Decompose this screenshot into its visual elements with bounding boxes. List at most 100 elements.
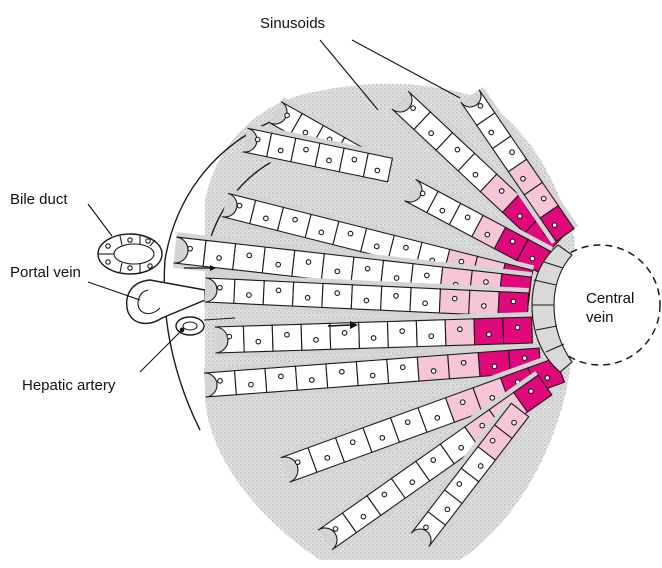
hepatocyte-nucleus	[306, 260, 311, 265]
hepatocyte-nucleus	[473, 172, 478, 177]
hepatocyte-cell	[295, 364, 327, 390]
hepatocyte-nucleus	[348, 231, 353, 236]
hepatocyte-cell	[234, 279, 264, 304]
hepatocyte-nucleus	[264, 216, 269, 221]
hepatocyte-nucleus	[249, 382, 254, 387]
hepatocyte-nucleus	[405, 420, 410, 425]
hepatocyte-nucleus	[310, 378, 315, 383]
hepatocyte-nucleus	[424, 525, 429, 530]
hepatocyte-nucleus	[424, 273, 429, 278]
hepatocyte-cell	[469, 290, 499, 315]
hepatocyte-nucleus	[510, 239, 515, 244]
hepatocyte-nucleus	[459, 445, 464, 450]
hepatocyte-nucleus	[410, 480, 415, 485]
hepatocyte-nucleus	[429, 334, 434, 339]
hepatocyte-cell	[272, 324, 302, 351]
hepatocyte-cell	[363, 153, 392, 182]
hepatocyte-nucleus	[458, 327, 463, 332]
bile-duct-leader	[88, 204, 112, 236]
hepatocyte-cell	[235, 368, 267, 394]
hepatocyte-nucleus	[188, 246, 193, 251]
hepatocyte-nucleus	[512, 420, 517, 425]
hepatocyte-nucleus	[517, 214, 522, 219]
hepatocyte-nucleus	[380, 436, 385, 441]
hepatocyte-nucleus	[342, 331, 347, 336]
hepatocyte-nucleus	[278, 148, 283, 153]
hepatocyte-nucleus	[314, 338, 319, 343]
hepatocyte-cell	[381, 286, 411, 311]
hepatocyte-nucleus	[237, 203, 242, 208]
hepatocyte-cell	[330, 322, 360, 349]
central-vein-label-line2: vein	[586, 309, 614, 326]
hepatocyte-nucleus	[285, 113, 290, 118]
hepatocyte-nucleus	[457, 482, 462, 487]
hepatocyte-nucleus	[361, 514, 366, 519]
hepatocyte-cell	[417, 355, 449, 381]
hepatocyte-nucleus	[325, 456, 330, 461]
hepatocyte-nucleus	[352, 157, 357, 162]
hepatocyte-nucleus	[218, 379, 223, 384]
hepatocyte-nucleus	[487, 332, 492, 337]
hepatocyte-nucleus	[459, 259, 464, 264]
hepatocyte-cell	[356, 359, 388, 385]
hepatocyte-nucleus	[304, 147, 309, 152]
hepatocyte-cell	[326, 362, 358, 388]
hepatocyte-nucleus	[295, 460, 300, 465]
hepatocyte-cell	[265, 366, 297, 392]
hepatocyte-cell	[322, 283, 352, 308]
bile-duct-label: Bile duct	[10, 191, 68, 208]
hepatocyte-nucleus	[499, 189, 504, 194]
hepatocyte-cell	[233, 244, 265, 273]
hepatocyte-nucleus	[285, 332, 290, 337]
hepatocyte-nucleus	[511, 299, 516, 304]
hepatocyte-nucleus	[340, 369, 345, 374]
hepatocyte-cell	[410, 288, 440, 313]
hepatocyte-nucleus	[218, 285, 223, 290]
hepatocyte-nucleus	[382, 492, 387, 497]
hepatocyte-nucleus	[255, 137, 260, 142]
hepatocyte-nucleus	[465, 215, 470, 220]
hepatocyte-cell	[474, 318, 504, 345]
hepatocyte-nucleus	[431, 458, 436, 463]
hepatocyte-nucleus	[452, 296, 457, 301]
hepatocyte-nucleus	[530, 256, 535, 261]
hepatic-artery-label: Hepatic artery	[22, 377, 116, 394]
hepatocyte-nucleus	[404, 245, 409, 250]
hepatocyte-nucleus	[484, 280, 489, 285]
hepatocyte-nucleus	[370, 373, 375, 378]
hepatocyte-nucleus	[490, 396, 495, 401]
hepatocyte-nucleus	[522, 356, 527, 361]
hepatocyte-cell	[301, 323, 331, 350]
hepatocyte-nucleus	[545, 376, 550, 381]
hepatocyte-nucleus	[350, 440, 355, 445]
hepatocyte-nucleus	[460, 400, 465, 405]
hepatocyte-nucleus	[256, 339, 261, 344]
hepatocyte-cell	[203, 240, 235, 269]
hepatocyte-nucleus	[541, 196, 546, 201]
hepatocyte-nucleus	[319, 230, 324, 235]
hepatocyte-nucleus	[490, 438, 495, 443]
hepatocyte-nucleus	[217, 256, 222, 261]
hepatocyte-nucleus	[364, 298, 369, 303]
hepatocyte-cell	[416, 320, 446, 347]
hepatocyte-nucleus	[435, 416, 440, 421]
hepatocyte-nucleus	[529, 389, 534, 394]
sinusoids-label: Sinusoids	[260, 15, 325, 32]
hepatocyte-nucleus	[429, 131, 434, 136]
portal-vein-label: Portal vein	[10, 264, 81, 281]
hepatocyte-nucleus	[303, 130, 308, 135]
hepatocyte-nucleus	[305, 295, 310, 300]
hepatocyte-cell	[503, 317, 533, 344]
hepatocyte-nucleus	[276, 262, 281, 267]
hepatocyte-cell	[448, 353, 480, 379]
hepatocyte-nucleus	[423, 301, 428, 306]
hepatocyte-nucleus	[335, 269, 340, 274]
hepatocyte-nucleus	[247, 253, 252, 258]
hepatocyte-nucleus	[293, 217, 298, 222]
hepatocyte-nucleus	[394, 276, 399, 281]
hepatocyte-cell	[243, 325, 273, 352]
hepatocyte-nucleus	[400, 329, 405, 334]
hepatocyte-nucleus	[400, 365, 405, 370]
central-vein-label-line1: Central	[586, 290, 634, 307]
